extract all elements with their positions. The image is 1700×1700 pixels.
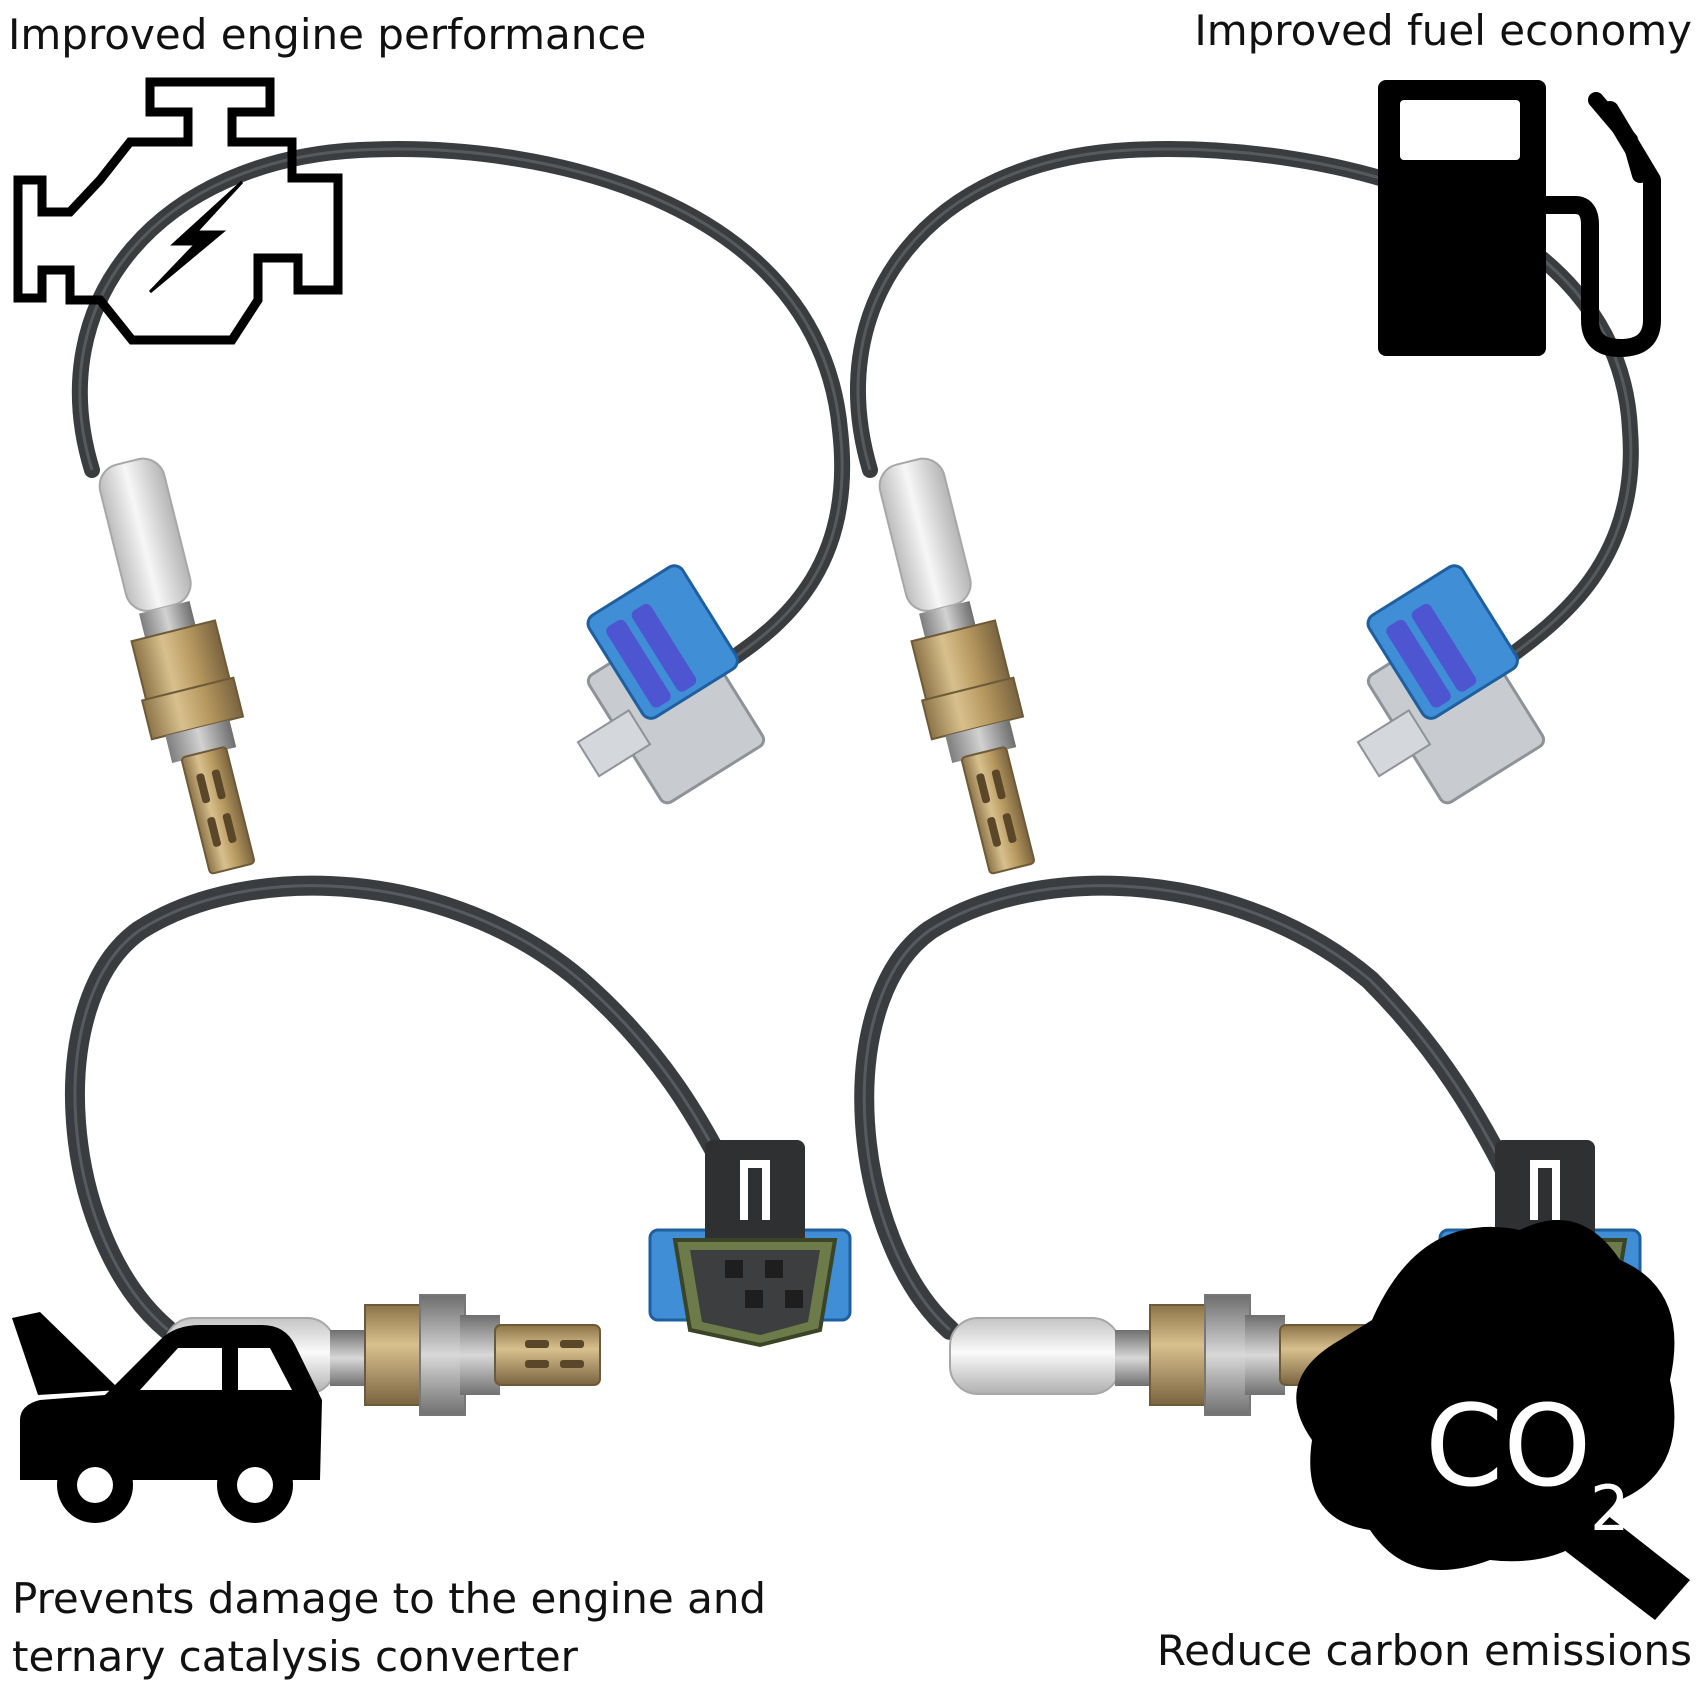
co2-subscript: 2 [1590, 1472, 1629, 1545]
sensor-top-left [71, 141, 851, 875]
engine-icon [13, 77, 343, 345]
caption-prevents-damage: Prevents damage to the engine and ternar… [12, 1570, 766, 1686]
caption-fuel-economy: Improved fuel economy [1194, 6, 1692, 55]
connector-dark-blue [648, 1140, 852, 1348]
fuel-pump-icon [1378, 80, 1661, 357]
caption-engine-performance: Improved engine performance [8, 10, 647, 59]
co2-label: CO [1425, 1382, 1591, 1512]
sensor-cable [64, 875, 740, 1340]
caption-line-2: ternary catalysis converter [12, 1632, 578, 1681]
car-open-hood-icon [12, 1312, 322, 1523]
caption-reduce-emissions: Reduce carbon emissions [1156, 1626, 1692, 1675]
connector-blue-gray [1356, 564, 1546, 805]
caption-line-1: Prevents damage to the engine and [12, 1574, 767, 1623]
connector-blue-gray [576, 564, 766, 805]
co2-cloud-icon: CO 2 [1296, 1220, 1690, 1620]
